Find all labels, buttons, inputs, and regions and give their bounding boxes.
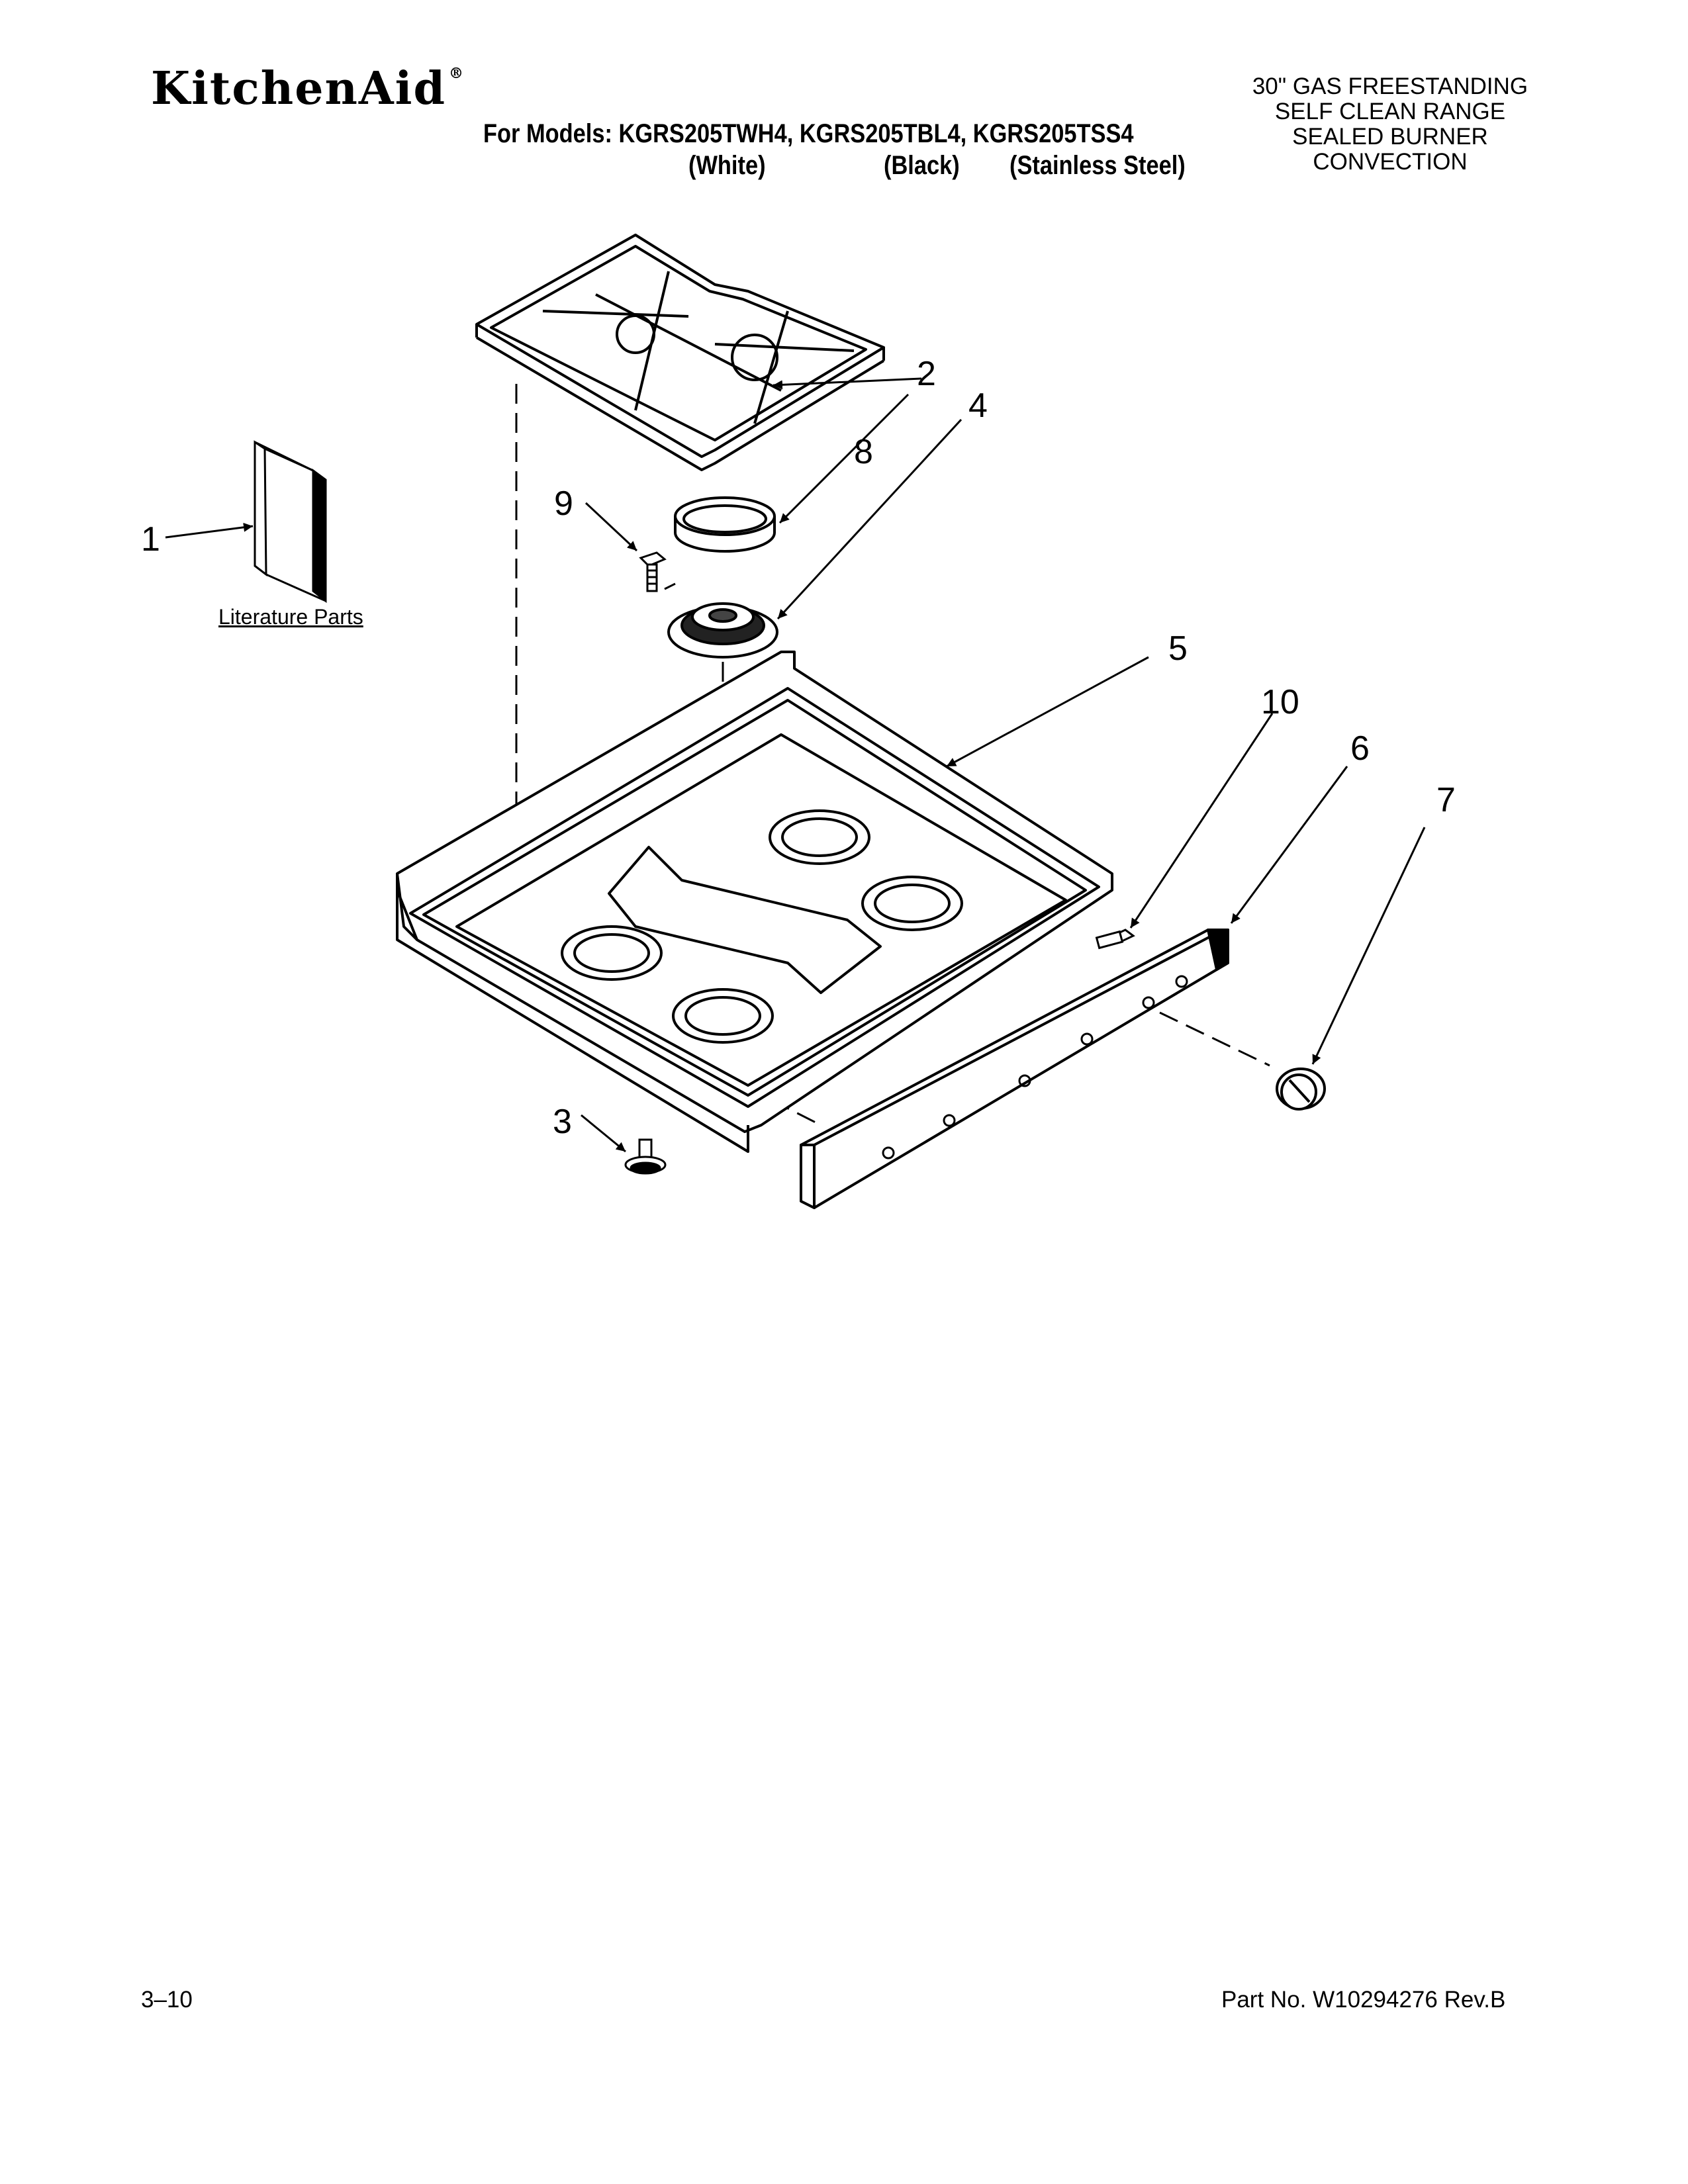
callout-1: 1 <box>141 520 160 559</box>
leader-lines <box>165 377 1426 1153</box>
callout-4: 4 <box>968 387 988 425</box>
models-line: For Models: KGRS205TWH4, KGRS205TBL4, KG… <box>483 119 1134 148</box>
registered-mark: ® <box>449 65 465 82</box>
control-panel-trim <box>800 929 1229 1209</box>
description-line: SEALED BURNER <box>1292 124 1488 150</box>
burner-grate <box>475 234 885 471</box>
callout-2: 2 <box>917 355 936 393</box>
brand-name: KitchenAid <box>151 62 447 115</box>
literature-booklet <box>254 440 327 604</box>
literature-parts-label: Literature Parts <box>218 605 363 629</box>
burner-cap <box>674 496 776 553</box>
part-number: Part No. W10294276 Rev.B <box>1221 1987 1506 2013</box>
product-description: 30" GAS FREESTANDING SELF CLEAN RANGE SE… <box>1211 74 1569 175</box>
callout-7: 7 <box>1436 781 1456 819</box>
brand-logo: KitchenAid® <box>151 66 465 111</box>
control-knob <box>1276 1068 1326 1111</box>
cooktop <box>396 651 1113 1153</box>
color-white-label: (White) <box>688 151 766 180</box>
description-line: CONVECTION <box>1313 149 1468 175</box>
screw-part-10 <box>1095 929 1135 950</box>
description-line: SELF CLEAN RANGE <box>1274 99 1506 124</box>
color-stainless-label: (Stainless Steel) <box>1009 151 1186 180</box>
color-black-label: (Black) <box>884 151 960 180</box>
description-line: 30" GAS FREESTANDING <box>1252 73 1528 99</box>
screw-part-9 <box>639 551 667 592</box>
callout-6: 6 <box>1350 729 1370 768</box>
leveling-leg <box>624 1138 667 1175</box>
callout-10: 10 <box>1261 683 1299 721</box>
callout-3: 3 <box>553 1103 572 1141</box>
callout-9: 9 <box>554 484 573 523</box>
burner-base <box>667 602 778 659</box>
page-number: 3–10 <box>141 1987 193 2013</box>
callout-8: 8 <box>854 433 873 471</box>
callout-5: 5 <box>1168 629 1188 668</box>
